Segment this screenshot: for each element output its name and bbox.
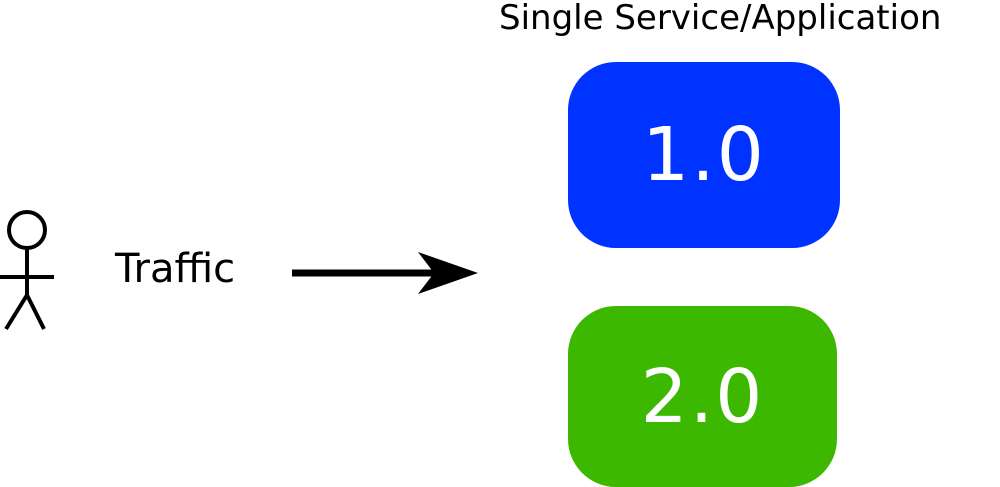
traffic-label: Traffic [115, 246, 236, 292]
diagram-title: Single Service/Application [499, 0, 942, 38]
version-box-2-0: 2.0 [568, 306, 837, 487]
arrow-right-icon [292, 252, 478, 294]
version-label-2-0: 2.0 [640, 353, 765, 440]
version-box-1-0: 1.0 [568, 62, 840, 248]
version-label-1-0: 1.0 [642, 112, 766, 198]
stick-figure-user-icon [0, 210, 54, 331]
